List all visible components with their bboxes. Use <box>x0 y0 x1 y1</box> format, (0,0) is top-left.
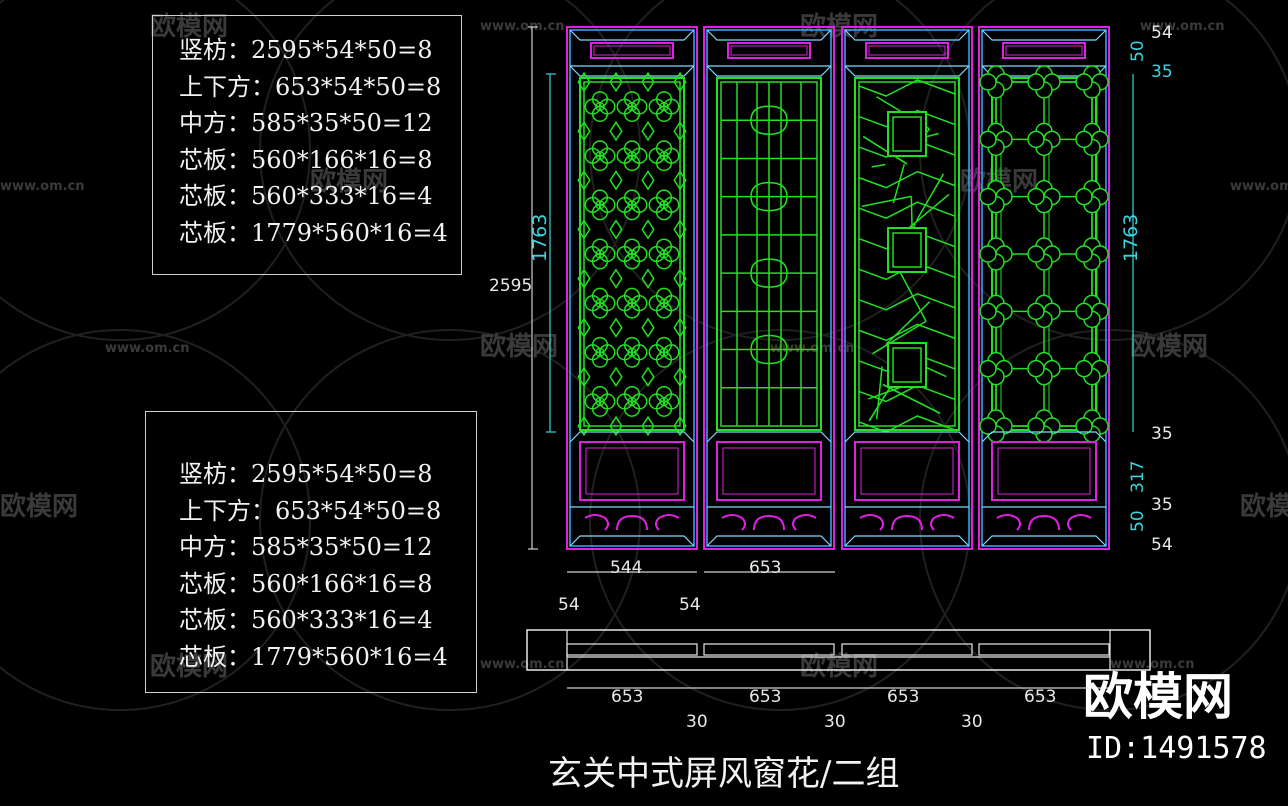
watermark-url: www.om.cn <box>480 19 565 34</box>
watermark-logo: 欧模网 <box>1130 331 1208 362</box>
dimension-base-317: 317 <box>1128 461 1148 493</box>
parts-list-line: 芯板：560*333*16=4 <box>179 182 433 210</box>
watermark-arc <box>259 329 641 711</box>
parts-list-top: 竖枋：2595*54*50=8 上下方：653*54*50=8 中方：585*35*… <box>152 15 462 275</box>
dimension-bottom-54: 54 <box>1151 535 1173 555</box>
watermark-logo: 欧模网 <box>800 651 878 682</box>
watermark-arc <box>0 329 311 711</box>
plan-width-label: 653 <box>887 687 919 707</box>
watermark-url: www.om.cn <box>105 341 190 356</box>
plan-gap-label: 30 <box>686 712 708 732</box>
screen-panel-ice-crack <box>841 26 973 550</box>
drawing-title: 玄关中式屏风窗花/二组 <box>548 754 900 794</box>
dimension-width-inner: 544 <box>610 558 642 578</box>
watermark-logo: 欧模网 <box>150 651 228 682</box>
plan-outline <box>526 629 1151 671</box>
screen-panel-grid <box>978 26 1110 550</box>
parts-list-line: 上下方：653*54*50=8 <box>179 496 442 525</box>
dimension-lattice-height-left: 1763 <box>529 214 551 262</box>
parts-list-line: 芯板：1779*560*16=4 <box>179 642 448 671</box>
brand-logo: 欧模网 <box>1083 668 1233 726</box>
plan-panel <box>703 643 835 656</box>
screen-panel-flower <box>566 26 698 550</box>
dimension-mid-35: 35 <box>1151 424 1173 444</box>
parts-list-line: 中方：585*35*50=12 <box>179 109 433 137</box>
parts-list-line: 芯板：1779*560*16=4 <box>179 218 448 247</box>
plan-gap-label: 30 <box>824 712 846 732</box>
plan-gap-label: 30 <box>961 712 983 732</box>
watermark-url: www.om.cn <box>0 179 85 194</box>
dimension-top-35: 35 <box>1151 62 1173 82</box>
parts-list-line: 竖枋：2595*54*50=8 <box>179 460 433 488</box>
plan-width-label: 653 <box>611 687 643 707</box>
dimension-top-54: 54 <box>1151 23 1173 43</box>
plan-width-label: 653 <box>1024 687 1056 707</box>
parts-list-bottom: 竖枋：2595*54*50=8 上下方：653*54*50=8 中方：585*35*… <box>145 411 477 693</box>
watermark-url: www.om.cn <box>1140 19 1225 34</box>
watermark-logo: 欧模网 <box>310 166 388 197</box>
plan-panel <box>841 643 973 656</box>
watermark-arc <box>589 0 971 341</box>
watermark-url: www.om.cn <box>480 657 565 672</box>
dimension-low-50: 50 <box>1128 510 1148 532</box>
plan-panel <box>978 643 1110 656</box>
dimension-stile-left: 54 <box>558 595 580 615</box>
parts-list-line: 芯板：560*166*16=8 <box>179 145 433 174</box>
watermark-url: www.om.cn <box>1230 179 1288 194</box>
watermark-logo: 欧模网 <box>150 11 228 42</box>
plan-width-label: 653 <box>749 687 781 707</box>
parts-list-line: 芯板：560*333*16=4 <box>179 606 433 634</box>
parts-list-line: 芯板：560*166*16=8 <box>179 569 433 598</box>
watermark-arc <box>0 0 311 341</box>
plan-view: 653 653 653 653 30 30 30 <box>526 629 1151 732</box>
parts-list-line: 中方：585*35*50=12 <box>179 533 433 561</box>
dimension-width-panel: 653 <box>749 558 781 578</box>
brand-id: ID:1491578 <box>1086 731 1267 766</box>
screen-panel-step <box>703 26 835 550</box>
plan-panel <box>566 643 698 656</box>
watermark-arc <box>589 329 971 711</box>
parts-list-line: 竖枋：2595*54*50=8 <box>179 36 433 64</box>
screen-panels <box>566 26 1110 550</box>
watermark-logo: 欧模网 <box>480 331 558 362</box>
dimension-top-50: 50 <box>1128 40 1148 62</box>
watermark-url: www.om.cn <box>1110 657 1195 672</box>
watermark-arc <box>259 0 641 341</box>
parts-list-line: 上下方：653*54*50=8 <box>179 72 442 101</box>
watermark-logo: 欧模网 <box>0 491 78 522</box>
dimension-low-35: 35 <box>1151 495 1173 515</box>
watermark-logo: 欧模网 <box>1240 491 1288 522</box>
dimension-lattice-height-right: 1763 <box>1120 214 1142 262</box>
dimension-stile-right: 54 <box>679 595 701 615</box>
dimension-total-height: 2595 <box>489 276 532 296</box>
